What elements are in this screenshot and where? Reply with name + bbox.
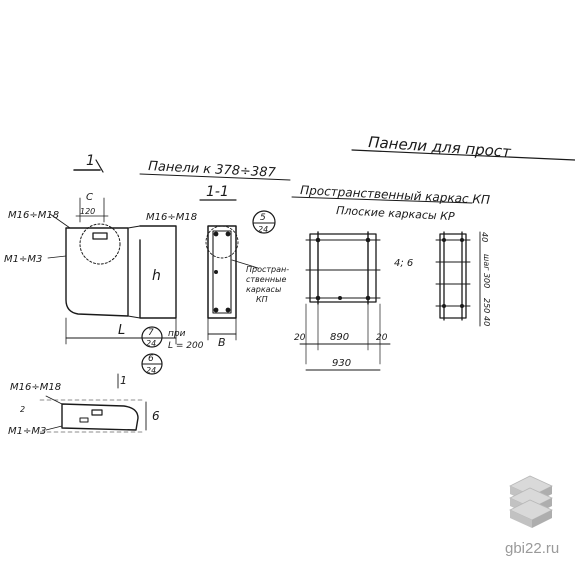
frame-note-3: каркасы <box>246 285 281 294</box>
leader-bottom-left <box>47 255 67 259</box>
dim-250: 250 <box>482 298 491 313</box>
mark-m16-m18-right: М16÷М18 <box>146 212 197 223</box>
callout-5-24: 5 24 <box>252 210 276 234</box>
svg-text:5: 5 <box>260 213 266 223</box>
section-mark-1: 1 <box>86 153 95 169</box>
mark-h: h <box>152 268 161 284</box>
frame-note-1: Простран- <box>246 265 289 274</box>
mark-B: B <box>218 336 226 349</box>
svg-text:24: 24 <box>258 225 268 234</box>
dim-shag: шаг 300 <box>482 254 491 288</box>
dim-20-right: 20 <box>376 333 388 343</box>
mark-L: L <box>118 323 125 338</box>
plan-mark-m16-m18: М16÷М18 <box>10 382 61 393</box>
leader-top-left <box>49 213 71 229</box>
section-1-1 <box>205 225 239 319</box>
plan-mark-6: 6 <box>152 409 160 423</box>
svg-text:6: 6 <box>148 354 154 364</box>
frame-subtitle-underline <box>291 196 473 204</box>
mark-120: 120 <box>80 207 95 216</box>
mark-m1-m3-left: М1÷М3 <box>4 254 42 265</box>
plan-mark-m1-m3: М1÷М3 <box>8 426 46 437</box>
dim-20-left: 20 <box>294 333 306 343</box>
logo-mark <box>509 475 553 528</box>
main-title-underline <box>351 149 575 161</box>
spatial-frame-kp <box>305 231 381 305</box>
plan-arrow-label: 1 <box>120 374 127 387</box>
frame-subtitle: Пространственный каркас КП <box>300 183 490 207</box>
mark-m16-m18-left: М16÷М18 <box>8 210 59 221</box>
svg-text:24: 24 <box>146 366 156 375</box>
svg-text:7: 7 <box>148 328 154 338</box>
dim-890: 890 <box>330 332 349 343</box>
svg-text:24: 24 <box>146 339 156 348</box>
dim-40-top: 40 <box>480 232 489 242</box>
note-spacing-2: L = 200 <box>168 341 204 351</box>
callout-7-24: 7 24 <box>141 326 163 348</box>
logo-text: gbi22.ru <box>505 540 559 557</box>
callout-6-24: 6 24 <box>141 353 163 375</box>
main-title: Панели для прост <box>368 133 513 161</box>
panel-plan-view <box>39 399 147 433</box>
frame-note-leader <box>231 259 259 269</box>
dim-930: 930 <box>332 358 351 369</box>
flat-frames-subtitle: Плоские каркасы КР <box>336 204 455 223</box>
section-mark-arrow <box>95 159 104 173</box>
panels-subtitle-underline <box>139 173 291 181</box>
frame-note-2: ственные <box>246 275 286 284</box>
dim-4-6: 4; 6 <box>394 258 413 269</box>
panels-subtitle: Панели к 378÷387 <box>148 159 277 181</box>
flat-frame-kr <box>435 231 471 321</box>
plan-mark-2: 2 <box>20 405 25 414</box>
mark-c: С <box>86 192 93 203</box>
frame-note-4: КП <box>256 295 268 304</box>
dim-40-bottom: 40 <box>482 316 491 326</box>
section-label: 1-1 <box>206 184 229 200</box>
note-spacing: при <box>168 329 186 339</box>
